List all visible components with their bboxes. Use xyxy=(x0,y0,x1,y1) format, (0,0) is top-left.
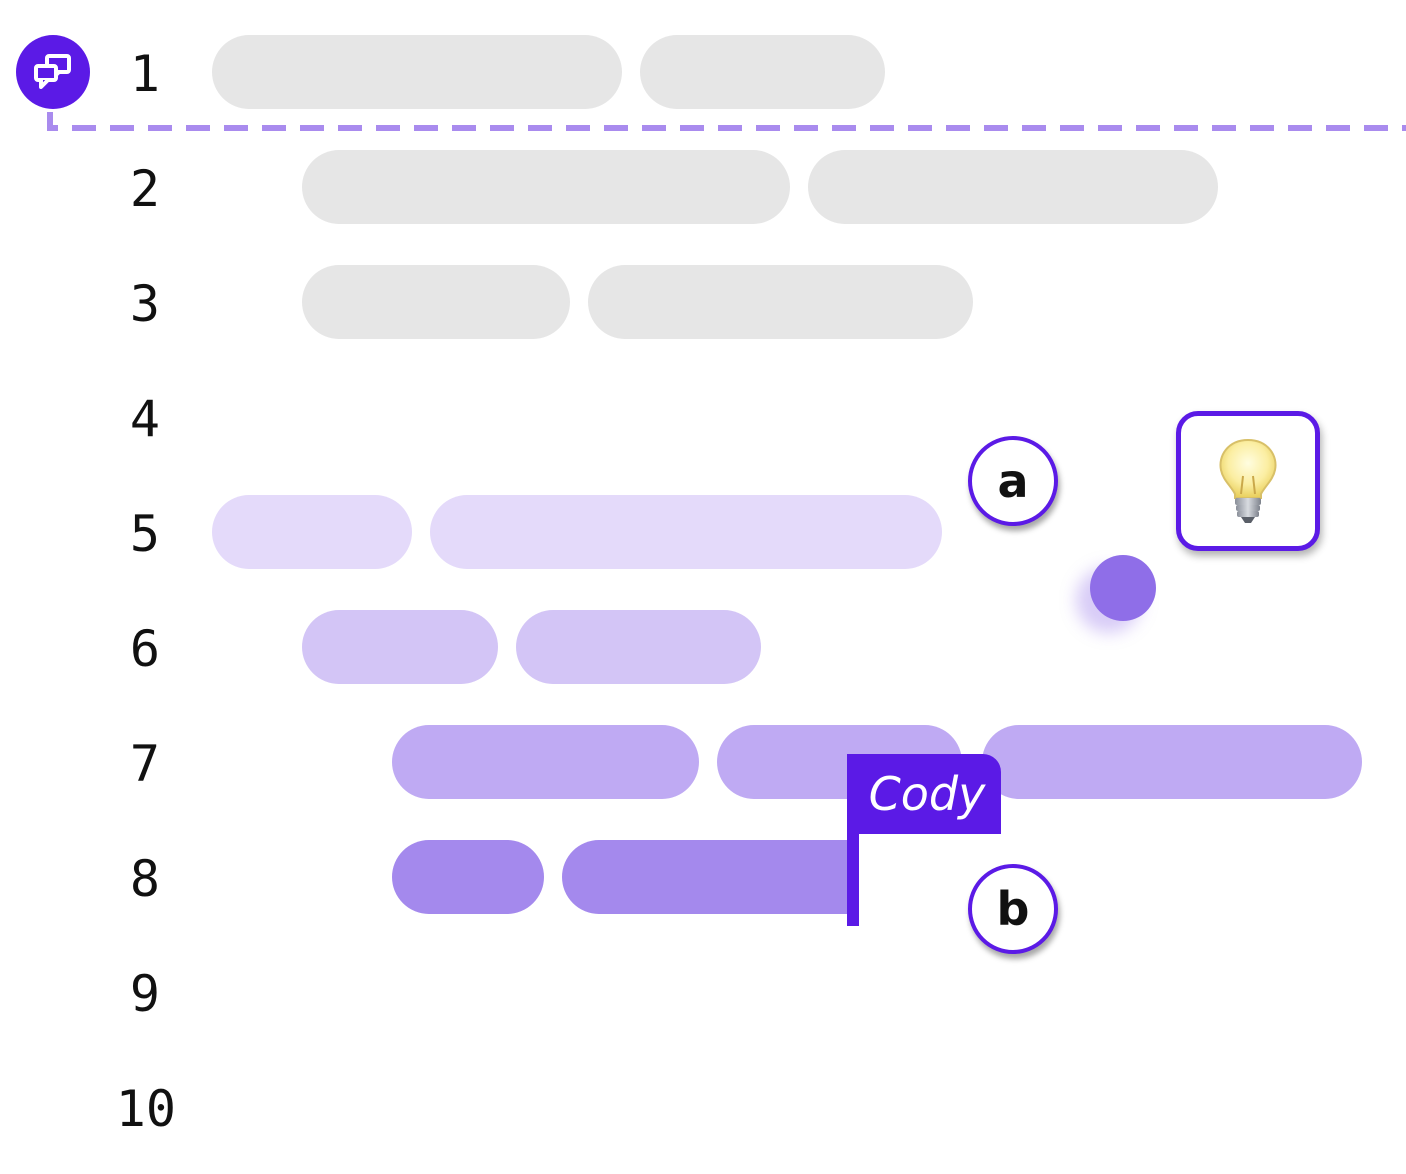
lightbulb-button[interactable] xyxy=(1176,411,1320,551)
code-token xyxy=(302,610,498,684)
chat-bubbles-icon xyxy=(34,54,71,89)
line-number-3: 3 xyxy=(129,275,160,333)
code-token xyxy=(212,35,622,109)
chat-badge[interactable] xyxy=(16,35,90,109)
dashed-divider xyxy=(47,112,1406,131)
line-number-10: 10 xyxy=(115,1080,176,1138)
code-token xyxy=(302,265,570,339)
line-number-6: 6 xyxy=(129,620,160,678)
code-token xyxy=(516,610,761,684)
callout-a: a xyxy=(968,436,1058,526)
code-token xyxy=(392,840,544,914)
line-number-2: 2 xyxy=(129,160,160,218)
lightbulb-icon xyxy=(1219,438,1277,523)
code-token xyxy=(562,840,858,914)
code-token xyxy=(588,265,973,339)
line-number-1: 1 xyxy=(129,45,160,103)
line-number-8: 8 xyxy=(129,850,160,908)
cody-label: Cody xyxy=(868,767,986,821)
line-number-7: 7 xyxy=(129,735,160,793)
callout-a-label: a xyxy=(997,454,1029,508)
code-token xyxy=(982,725,1362,799)
code-token xyxy=(302,150,790,224)
callout-b-label: b xyxy=(996,882,1030,936)
code-token xyxy=(392,725,699,799)
line-number-4: 4 xyxy=(129,390,160,448)
code-token xyxy=(430,495,942,569)
cursor-dot-icon xyxy=(1090,555,1156,621)
code-token xyxy=(640,35,885,109)
callout-b: b xyxy=(968,864,1058,954)
cody-flag: Cody xyxy=(847,754,1001,834)
code-token xyxy=(808,150,1218,224)
code-token xyxy=(212,495,412,569)
line-number-5: 5 xyxy=(129,505,160,563)
line-number-9: 9 xyxy=(129,965,160,1023)
